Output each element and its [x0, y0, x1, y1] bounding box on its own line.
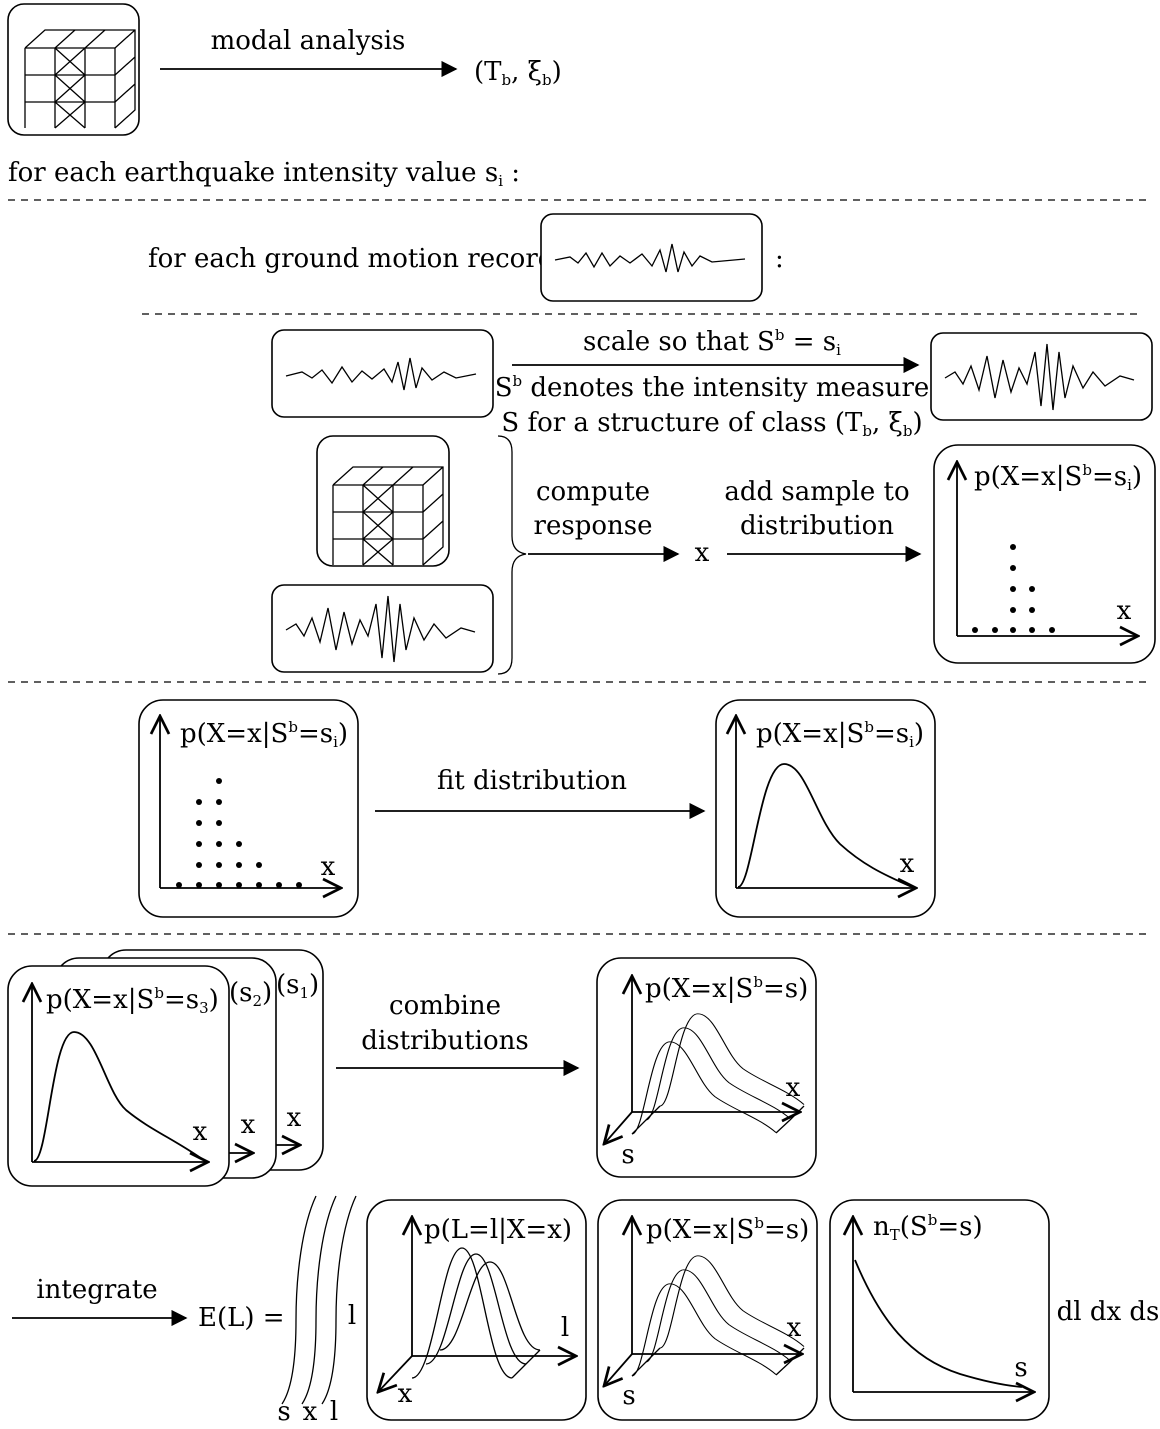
joint-s-axis — [604, 1111, 633, 1144]
rate-x-label: s — [1014, 1353, 1027, 1383]
sample-dist-title: p(X=x|Sb=si) — [974, 461, 1142, 494]
response-x: x — [695, 538, 710, 568]
rate-dist-box — [829, 1199, 1050, 1421]
scatter-dist-box — [138, 699, 359, 918]
scatter-dots — [176, 778, 302, 888]
fitted-dist-title: p(X=x|Sb=si) — [756, 718, 924, 751]
scatter-x-label: x — [321, 852, 336, 882]
integral-lower-l: l — [330, 1397, 338, 1424]
raw-waveform-icon — [285, 357, 477, 391]
integral-lower-s: s — [277, 1397, 290, 1424]
sample-dots — [972, 544, 1055, 633]
record-box — [540, 213, 763, 302]
joint2-s-label: s — [622, 1381, 635, 1411]
s1-x-label: x — [287, 1103, 302, 1133]
loop-record-colon: : — [775, 244, 784, 274]
triple-integral-sign — [281, 1195, 357, 1405]
loss-depth-label: x — [398, 1379, 413, 1409]
integral-upper-l: l — [348, 1301, 356, 1331]
modal-result: (Tb, ξb) — [474, 57, 562, 89]
loss-dist-title: p(L=l|X=x) — [424, 1215, 572, 1245]
combine-label-1: combine — [389, 991, 501, 1021]
joint-dist-title: p(X=x|Sb=s) — [645, 973, 808, 1004]
dist-card-s3 — [7, 965, 230, 1187]
fitted-dist-box — [715, 699, 936, 918]
joint-x-label: x — [786, 1073, 801, 1103]
scale-note-1: Sb denotes the intensity measure — [495, 372, 930, 403]
building-box-2 — [316, 435, 450, 567]
joint2-x-label: x — [787, 1313, 802, 1343]
fit-label: fit distribution — [437, 766, 627, 796]
joint2-surface — [631, 1255, 805, 1377]
scaled-waveform-icon — [944, 343, 1135, 411]
joint-surface — [631, 1013, 805, 1135]
scale-note-2: S for a structure of class (Tb, ξb) — [501, 408, 922, 440]
sample-x-label: x — [1117, 596, 1132, 626]
rate-curve — [854, 1259, 1023, 1388]
joint2-s-axis — [604, 1353, 633, 1386]
s3-dist-title: p(X=x|Sb=s3) — [46, 984, 219, 1017]
loss-x-label: l — [561, 1313, 569, 1343]
loop-record: for each ground motion record — [148, 244, 554, 274]
integrand-differentials: dl dx ds — [1057, 1297, 1160, 1327]
loss-dist-box — [366, 1199, 587, 1421]
compute-label-2: response — [534, 511, 653, 541]
rate-dist-title: nT(Sb=s) — [873, 1211, 983, 1244]
integral-lower-x: x — [303, 1397, 318, 1424]
modal-label: modal analysis — [211, 26, 406, 56]
record-waveform-icon — [554, 243, 746, 273]
scale-label: scale so that Sb = si — [583, 326, 841, 359]
joint-s-label: s — [621, 1140, 634, 1170]
scatter-dist-title: p(X=x|Sb=si) — [180, 718, 348, 751]
raw-record-box — [271, 329, 494, 418]
loss-depth-axis — [378, 1355, 413, 1392]
compute-label-1: compute — [536, 477, 650, 507]
addsample-label-2: distribution — [740, 511, 894, 541]
s3-x-label: x — [193, 1117, 208, 1147]
scaled-record-box — [930, 332, 1153, 421]
s2-title-end: (s2) — [229, 978, 272, 1010]
combine-label-2: distributions — [361, 1026, 528, 1056]
loss-surface — [411, 1247, 541, 1379]
s1-title-end: (s1) — [276, 970, 319, 1002]
joint2-dist-title: p(X=x|Sb=s) — [646, 1214, 809, 1245]
fitted-curve — [737, 763, 913, 888]
addsample-label-1: add sample to — [724, 477, 909, 507]
scaled-waveform-icon-2 — [285, 595, 476, 663]
s2-x-label: x — [241, 1110, 256, 1140]
s3-curve — [33, 1031, 206, 1162]
sample-dist-box — [933, 444, 1156, 664]
fitted-x-label: x — [900, 849, 915, 879]
scaled-record-box-2 — [271, 584, 494, 673]
input-brace — [497, 435, 527, 675]
expected-loss: E(L) = — [198, 1303, 285, 1333]
loop-intensity: for each earthquake intensity value si : — [8, 158, 520, 190]
integrate-label: integrate — [36, 1275, 157, 1305]
building-box — [7, 3, 140, 136]
